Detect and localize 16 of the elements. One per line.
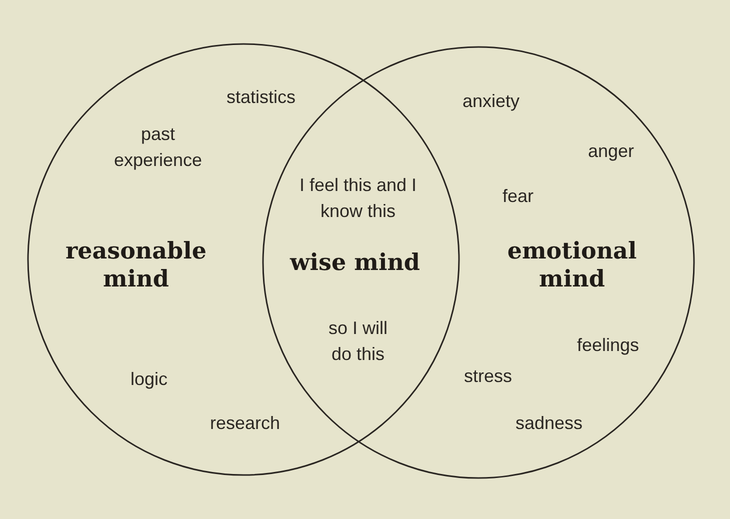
label: statistics: [226, 86, 296, 109]
heading: reasonable mind: [64, 237, 208, 293]
label: logic: [130, 368, 168, 391]
label: stress: [464, 364, 512, 388]
label: I feel this and I know this: [298, 174, 418, 223]
label: so I will do this: [327, 316, 388, 366]
label: anger: [588, 140, 634, 163]
heading: wise mind: [290, 249, 420, 277]
label: feelings: [576, 334, 640, 357]
label: past experience: [112, 122, 204, 172]
heading: emotional mind: [506, 237, 638, 293]
label: sadness: [515, 412, 583, 435]
circle: [27, 43, 460, 476]
label: fear: [502, 184, 534, 208]
label: anxiety: [462, 90, 520, 113]
label: research: [210, 412, 280, 435]
